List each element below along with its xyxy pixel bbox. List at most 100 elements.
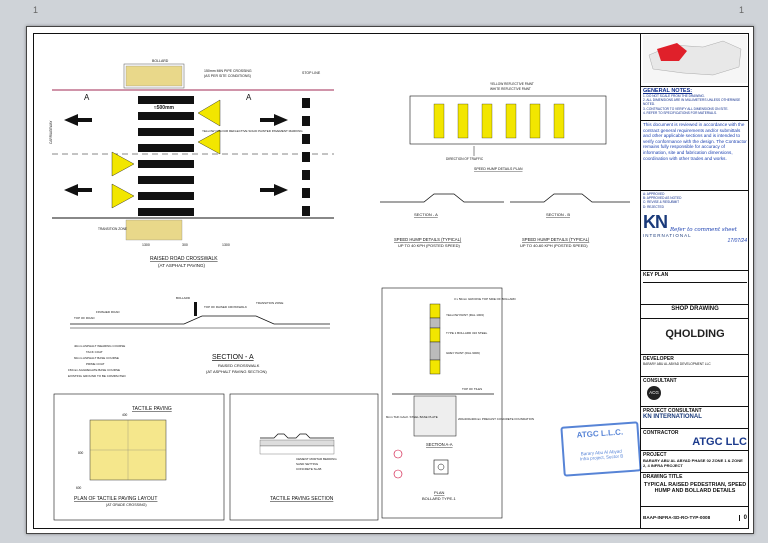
- sheet-number-left: 1: [33, 5, 39, 15]
- section-a-top-road: TOP OF ROAD: [74, 316, 95, 320]
- project-label: PROJECT: [643, 452, 667, 458]
- bollard-note-5: TOP OF TILES: [462, 387, 482, 391]
- section-a-detail: FINISHED ROAD TOP OF ROAD BOLLARD TOP OF…: [68, 296, 330, 378]
- key-plan: [641, 34, 749, 86]
- speed-hump-sections: SECTION - A SPEED HUMP DETAILS (TYPICAL)…: [380, 193, 630, 248]
- section-a-sub2: (AT ASPHALT PAVING SECTION): [206, 369, 267, 374]
- revision-number: 0: [738, 514, 747, 521]
- developer-name: BARARY ABU AL ABYAD DEVELOPMENT LLC: [643, 362, 711, 366]
- stamp-line-1: ATGC L.L.C.: [576, 427, 624, 440]
- bollard-note-4: GREY PAINT (RAL 9006): [446, 351, 480, 355]
- stop-line-label: STOP LINE: [302, 71, 321, 75]
- code-c: C: REVISE & RESUBMIT: [643, 200, 680, 205]
- bollard-plan-title: PLAN: [434, 490, 445, 495]
- consultant-label: CONSULTANT: [643, 378, 677, 384]
- pmc-label: PROJECT CONSULTANT: [643, 408, 702, 414]
- contractor-logo: ATGC LLC: [692, 436, 747, 448]
- client-logo: QHOLDING: [665, 328, 725, 340]
- crosswalk-dim-3: 1300: [222, 243, 230, 247]
- hump-plan-title: SPEED HUMP DETAILS PLAN: [474, 167, 523, 171]
- code-b: B: APPROVED AS NOTED: [643, 196, 682, 201]
- kn-logo: KN: [643, 211, 668, 232]
- kn-subtitle: INTERNATIONAL: [643, 232, 692, 238]
- code-d: D: REJECTED: [643, 204, 664, 209]
- drawing-title: TYPICAL RAISED PEDESTRIAN, SPEED HUMP AN…: [643, 482, 747, 494]
- crosswalk-dim-2: 300: [182, 243, 188, 247]
- yellow-note: YELLOW COLOUR REFLECTIVE SOLID PAINTED P…: [202, 129, 303, 133]
- general-note-3: 3. CONTRACTOR TO VERIFY ALL DIMENSIONS O…: [643, 106, 729, 111]
- speed-hump-plan: YELLOW REFLECTIVE PAINT WHITE REFLECTIVE…: [409, 82, 607, 171]
- drawing-area: ≈500mm A A BOLL: [49, 59, 630, 521]
- section-a-wearing: 40mm ASPHALT WEARING COURSE: [74, 344, 125, 348]
- bollard-note-1: 3 x 50mm GROOVE TOP SIDE OF BOLLARD: [454, 297, 517, 301]
- pmc-name: KN INTERNATIONAL: [643, 414, 702, 420]
- key-plan-label: KEY PLAN: [643, 272, 669, 278]
- bollard-note-7: 200x200x400mm PRECAST CONCRETE FOUNDATIO…: [458, 417, 534, 421]
- developer-cell: DEVELOPER BARARY ABU AL ABYAD DEVELOPMEN…: [641, 354, 749, 376]
- bollard-detail: 3 x 50mm GROOVE TOP SIDE OF BOLLARD YELL…: [381, 287, 534, 519]
- hump-direction: DIRECTION OF TRAFFIC: [446, 157, 484, 161]
- submission-label: SHOP DRAWING: [671, 306, 719, 312]
- submission-type: SHOP DRAWING: [641, 304, 749, 318]
- contractor-cell: CONTRACTOR ATGC LLC: [641, 428, 749, 450]
- crosswalk-dim-1: 1300: [142, 243, 150, 247]
- drawing-number: BAAP-INFRA-SD-RO-TYP-0008: [643, 515, 711, 520]
- hump-section-a-subtitle: UP TO 40 KPH (POSTED SPEED): [398, 243, 460, 248]
- sheet-number-right: 1: [739, 5, 745, 15]
- handwritten-comment: Refer to comment sheet: [670, 226, 737, 233]
- crosswalk-plan: ≈500mm A A BOLL: [49, 59, 334, 268]
- hump-section-b-title: SPEED HUMP DETAILS (TYPICAL): [522, 237, 590, 242]
- project-cell: PROJECT BARARY ABU AL ABYAD PHASE 02 ZON…: [641, 450, 749, 472]
- review-stamp: A: APPROVED B: APPROVED AS NOTED C: REVI…: [641, 190, 749, 270]
- section-a-sub1: RAISED CROSSWALK: [218, 363, 260, 368]
- crosswalk-dim: ≈500mm: [154, 105, 175, 111]
- section-a-bollard: BOLLARD: [176, 296, 191, 300]
- tactile-heading: TACTILE PAVING: [132, 406, 172, 412]
- title-block: GENERAL NOTES: 1. DO NOT SCALE FROM THE …: [640, 34, 749, 528]
- code-a: A: APPROVED: [643, 192, 665, 196]
- section-a-aggregate: 150mm AGGREGATE BASE COURSE: [68, 368, 120, 372]
- bollard-label: BOLLARD: [152, 59, 169, 63]
- pipe-note: 150mm MIN PIPE CROSSING: [204, 69, 252, 73]
- hump-section-b-label: SECTION - B: [546, 212, 570, 217]
- crosswalk-title: RAISED ROAD CROSSWALK: [150, 256, 218, 262]
- drawing-frame: ≈500mm A A BOLL: [33, 33, 749, 529]
- tactile-dim-w: 400: [122, 413, 128, 417]
- hump-section-a-label: SECTION - A: [414, 212, 438, 217]
- section-a-prime: PRIME COAT: [86, 362, 105, 366]
- general-note-2: 2. ALL DIMENSIONS ARE IN MILLIMETERS UNL…: [643, 98, 741, 107]
- bollard-note-6: 8mm THK GALV. STEEL BASE PLATE: [386, 415, 438, 419]
- crosswalk-label-a: A: [84, 93, 90, 102]
- section-a-transition: TRANSITION ZONE: [256, 301, 283, 305]
- contractor-stamp: ATGC L.L.C. Barary Abu Al Abyad Infra pr…: [560, 421, 642, 477]
- tactile-dim-b: 600: [76, 486, 82, 490]
- key-plan-map: [643, 35, 747, 83]
- hump-note-white: WHITE REFLECTIVE PAINT: [490, 87, 531, 91]
- tactile-note-1: CEMENT MORTAR BEDDING: [296, 457, 337, 461]
- general-note-4: 4. REFER TO SPECIFICATIONS FOR MATERIALS…: [643, 110, 717, 115]
- section-a-title: SECTION - A: [212, 354, 254, 361]
- bollard-section-label: SECTION A-A: [426, 442, 453, 447]
- review-statement: This document is reviewed in accordance …: [641, 120, 749, 190]
- tactile-section-title: TACTILE PAVING SECTION: [270, 496, 334, 502]
- drawing-title-label: DRAWING TITLE: [643, 474, 683, 480]
- pmc-cell: PROJECT CONSULTANT KN INTERNATIONAL: [641, 406, 749, 428]
- section-a-top-raised: TOP OF RAISED CROSSWALK: [204, 305, 247, 309]
- section-a-tack: TACK COAT: [86, 350, 103, 354]
- handwritten-date: 17/07/24: [727, 237, 747, 244]
- tactile-note-3: CONCRETE SLAB: [296, 467, 321, 471]
- drawing-number-cell: BAAP-INFRA-SD-RO-TYP-0008 0: [641, 506, 749, 528]
- tactile-plan-title: PLAN OF TACTILE PAVING LAYOUT: [74, 496, 157, 502]
- drawing-title-cell: DRAWING TITLE TYPICAL RAISED PEDESTRIAN,…: [641, 472, 749, 506]
- general-notes-title: GENERAL NOTES:: [643, 88, 693, 94]
- crosswalk-subtitle: (AT ASPHALT PAVING): [158, 263, 206, 268]
- contractor-label: CONTRACTOR: [643, 430, 679, 436]
- tactile-note-2: SAND SETTING: [296, 462, 319, 466]
- section-a-existing: EXISTING GROUND TO BE COMPACTED: [68, 374, 127, 378]
- bollard-plan-subtitle: BOLLARD TYPE-1: [422, 496, 456, 501]
- bollard-note-3: TYPE 1 BOLLARD 316 STEEL: [446, 331, 488, 335]
- general-note-1: 1. DO NOT SCALE FROM THE DRAWING.: [643, 94, 705, 98]
- pipe-note-2: (AS PER SITE CONDITIONS): [204, 74, 251, 78]
- drawing-sheet: 1 1: [26, 5, 754, 534]
- section-a-base: 60mm ASPHALT BASE COURSE: [74, 356, 119, 360]
